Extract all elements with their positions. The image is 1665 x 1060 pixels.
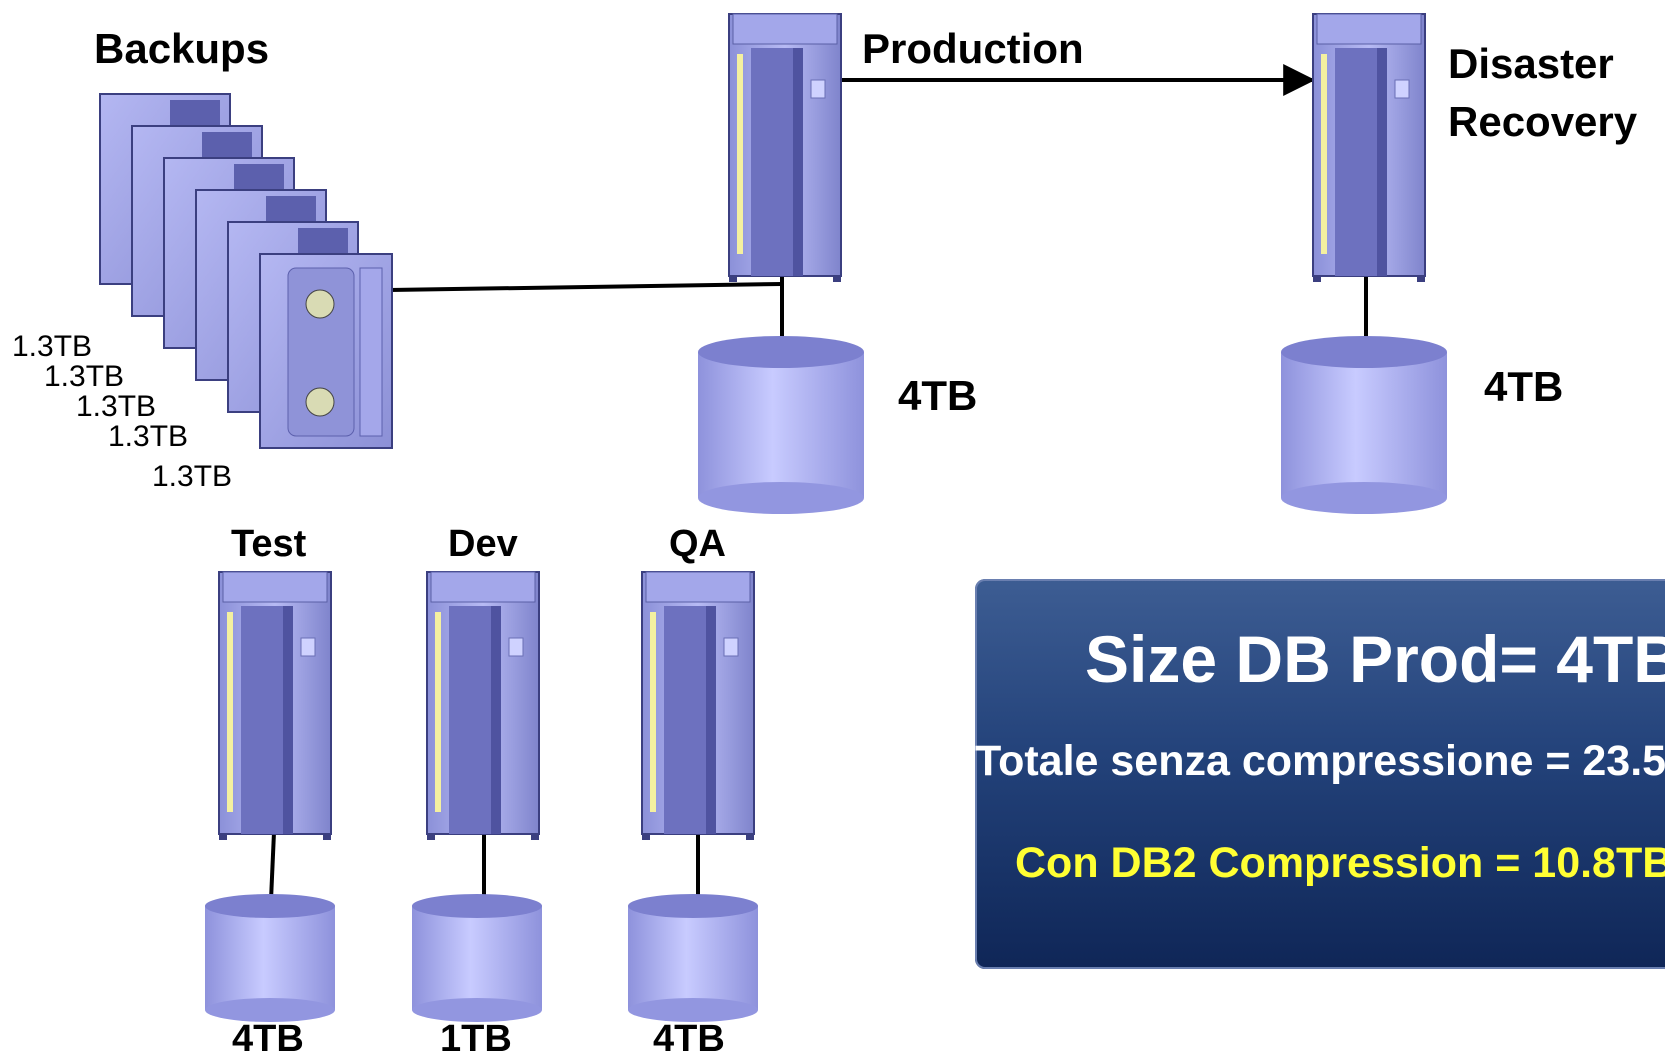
qa-disk-size: 4TB — [653, 1018, 725, 1060]
test-label: Test — [231, 523, 307, 565]
dev-label: Dev — [448, 523, 518, 565]
backup-link-line — [389, 282, 783, 292]
test-disk-line — [269, 831, 276, 901]
dr-label-line2: Recovery — [1448, 98, 1638, 145]
dr-disk-size: 4TB — [1484, 363, 1564, 410]
dev-server-icon — [426, 571, 540, 840]
production-disk-size: 4TB — [898, 372, 978, 419]
dev-disk-size: 1TB — [440, 1018, 512, 1060]
qa-label: QA — [669, 523, 726, 565]
dr-label-line1: Disaster — [1448, 40, 1614, 87]
summary-panel: Size DB Prod= 4TB Totale senza compressi… — [975, 579, 1665, 969]
dr-server-icon — [1312, 13, 1426, 282]
test-disk-icon — [205, 894, 335, 1022]
backups-label: Backups — [94, 25, 270, 72]
qa-disk-icon — [628, 894, 758, 1022]
backup-size-3: 1.3TB — [76, 390, 157, 423]
dev-disk-icon — [412, 894, 542, 1022]
summary-compressed: Con DB2 Compression = 10.8TB — [1015, 839, 1665, 887]
production-label: Production — [862, 25, 1084, 72]
test-disk-size: 4TB — [232, 1018, 304, 1060]
production-disk-icon — [698, 336, 864, 514]
backup-size-1: 1.3TB — [12, 330, 93, 363]
summary-total: Totale senza compressione = 23.5TB — [975, 737, 1665, 785]
qa-server-icon — [641, 571, 755, 840]
production-server-icon — [728, 13, 842, 282]
backup-size-2: 1.3TB — [44, 360, 125, 393]
backup-tapes-icon — [99, 93, 393, 449]
test-server-icon — [218, 571, 332, 840]
backup-size-4: 1.3TB — [108, 420, 189, 453]
backup-size-5: 1.3TB — [152, 460, 233, 493]
summary-title: Size DB Prod= 4TB — [1085, 622, 1665, 696]
dr-disk-icon — [1281, 336, 1447, 514]
